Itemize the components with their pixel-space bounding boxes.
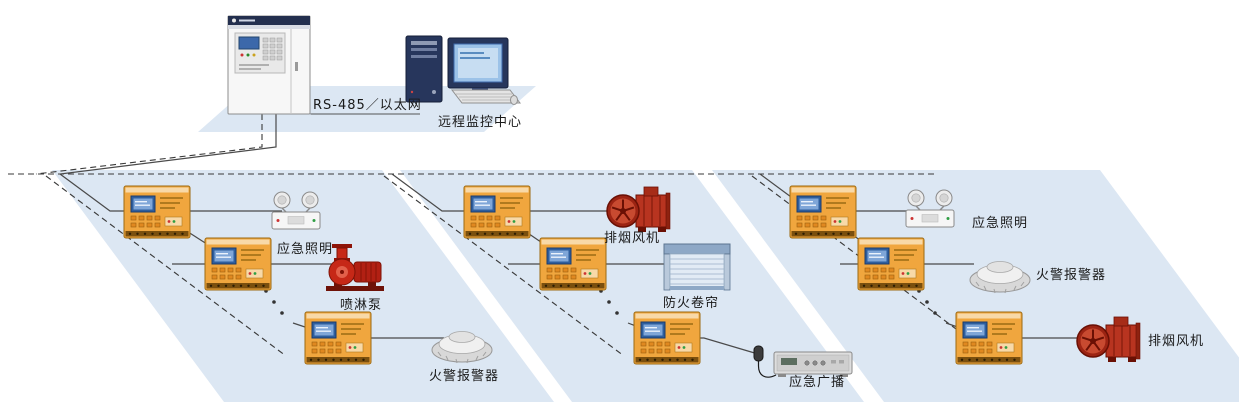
- pc-mouse: [510, 95, 518, 105]
- pc-tower: [405, 35, 443, 103]
- fire-alarm-label: 火警报警器: [1036, 268, 1107, 283]
- exhaust-fan-label: 排烟风机: [604, 231, 661, 246]
- cabinet-top-strip: [228, 16, 310, 25]
- controller-module-icon: [539, 237, 607, 291]
- controller-module-icon: [789, 185, 857, 239]
- monitoring-workstation-icon: [405, 35, 522, 105]
- fire-shutter-label: 防火卷帘: [663, 296, 720, 311]
- monitoring-center-label: 远程监控中心: [438, 115, 523, 130]
- cabinet-handle: [295, 62, 298, 71]
- emergency-broadcast-label: 应急广播: [789, 375, 846, 390]
- pc-keyboard: [450, 89, 522, 104]
- branch-1-dashed-line: [45, 175, 287, 357]
- branch-2-dashed-line: [383, 175, 625, 357]
- spray-pump-label: 喷淋泵: [340, 298, 383, 313]
- controller-module-icon: [463, 185, 531, 239]
- controller-module-icon: [123, 185, 191, 239]
- emergency-light-label: 应急照明: [972, 216, 1029, 231]
- rs485-link-label: RS-485／以太网: [313, 98, 422, 113]
- branch-2-row-1: [391, 173, 616, 212]
- controller-module-icon: [955, 311, 1023, 365]
- cabinet-display: [238, 36, 260, 50]
- controller-module-icon: [304, 311, 372, 365]
- fire-alarm-label: 火警报警器: [429, 369, 500, 384]
- fire-control-cabinet-icon: [227, 15, 311, 115]
- emergency-light-label: 应急照明: [277, 242, 334, 257]
- exhaust-fan-label: 排烟风机: [1148, 334, 1205, 349]
- pc-monitor: [447, 37, 509, 92]
- controller-module-icon: [857, 237, 925, 291]
- fire-shutter-icon: [663, 243, 731, 291]
- controller-module-icon: [633, 311, 701, 365]
- controller-module-icon: [204, 237, 272, 291]
- cabinet-lead-dashed: [35, 114, 263, 175]
